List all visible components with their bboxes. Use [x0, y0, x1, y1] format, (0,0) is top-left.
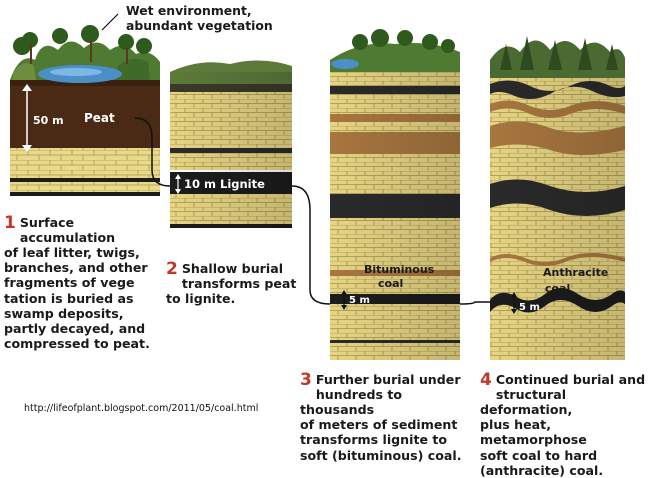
column-3-bituminous	[330, 29, 460, 360]
column-2-lignite	[170, 60, 292, 228]
caption-1: 1 Surface accumulation of leaf litter, t…	[4, 213, 150, 351]
source-url: http://lifeofplant.blogspot.com/2011/05/…	[24, 403, 259, 414]
header-line-2: abundant vegetation	[126, 17, 273, 33]
column-1-peat	[10, 25, 160, 196]
column-4-anthracite	[490, 36, 625, 360]
bituminous-label-line1: Bituminous	[364, 263, 435, 276]
header-label: Wet environment, abundant vegetation	[126, 3, 273, 34]
bituminous-label-line2: coal	[378, 277, 403, 290]
caption-3: 3 Further burial under hundreds to thous…	[300, 370, 462, 463]
peat-thickness-label: 50 m	[33, 114, 64, 127]
caption-3-number: 3	[300, 370, 312, 390]
peat-label: Peat	[84, 111, 115, 125]
anthracite-thickness-label: 5 m	[519, 302, 540, 313]
connector-3-4	[459, 301, 490, 305]
connector-2-3	[291, 185, 331, 305]
caption-4: 4 Continued burial and structural deform…	[480, 370, 646, 478]
caption-1-number: 1	[4, 213, 16, 233]
caption-2: 2 Shallow burial transforms peat to lign…	[166, 259, 297, 307]
header-pointer	[101, 13, 119, 31]
connector-1-2	[134, 117, 171, 187]
caption-2-number: 2	[166, 259, 178, 279]
lignite-label: 10 m Lignite	[184, 177, 265, 191]
header-line-1: Wet environment,	[126, 3, 252, 18]
bituminous-thickness-label: 5 m	[349, 295, 370, 306]
anthracite-label-line1: Anthracite	[543, 266, 608, 279]
coal-formation-diagram: 50 m Peat 10 m Lignite Bituminous coal 5…	[10, 13, 625, 360]
anthracite-label-line2: coal	[545, 282, 570, 295]
caption-4-number: 4	[480, 370, 492, 390]
